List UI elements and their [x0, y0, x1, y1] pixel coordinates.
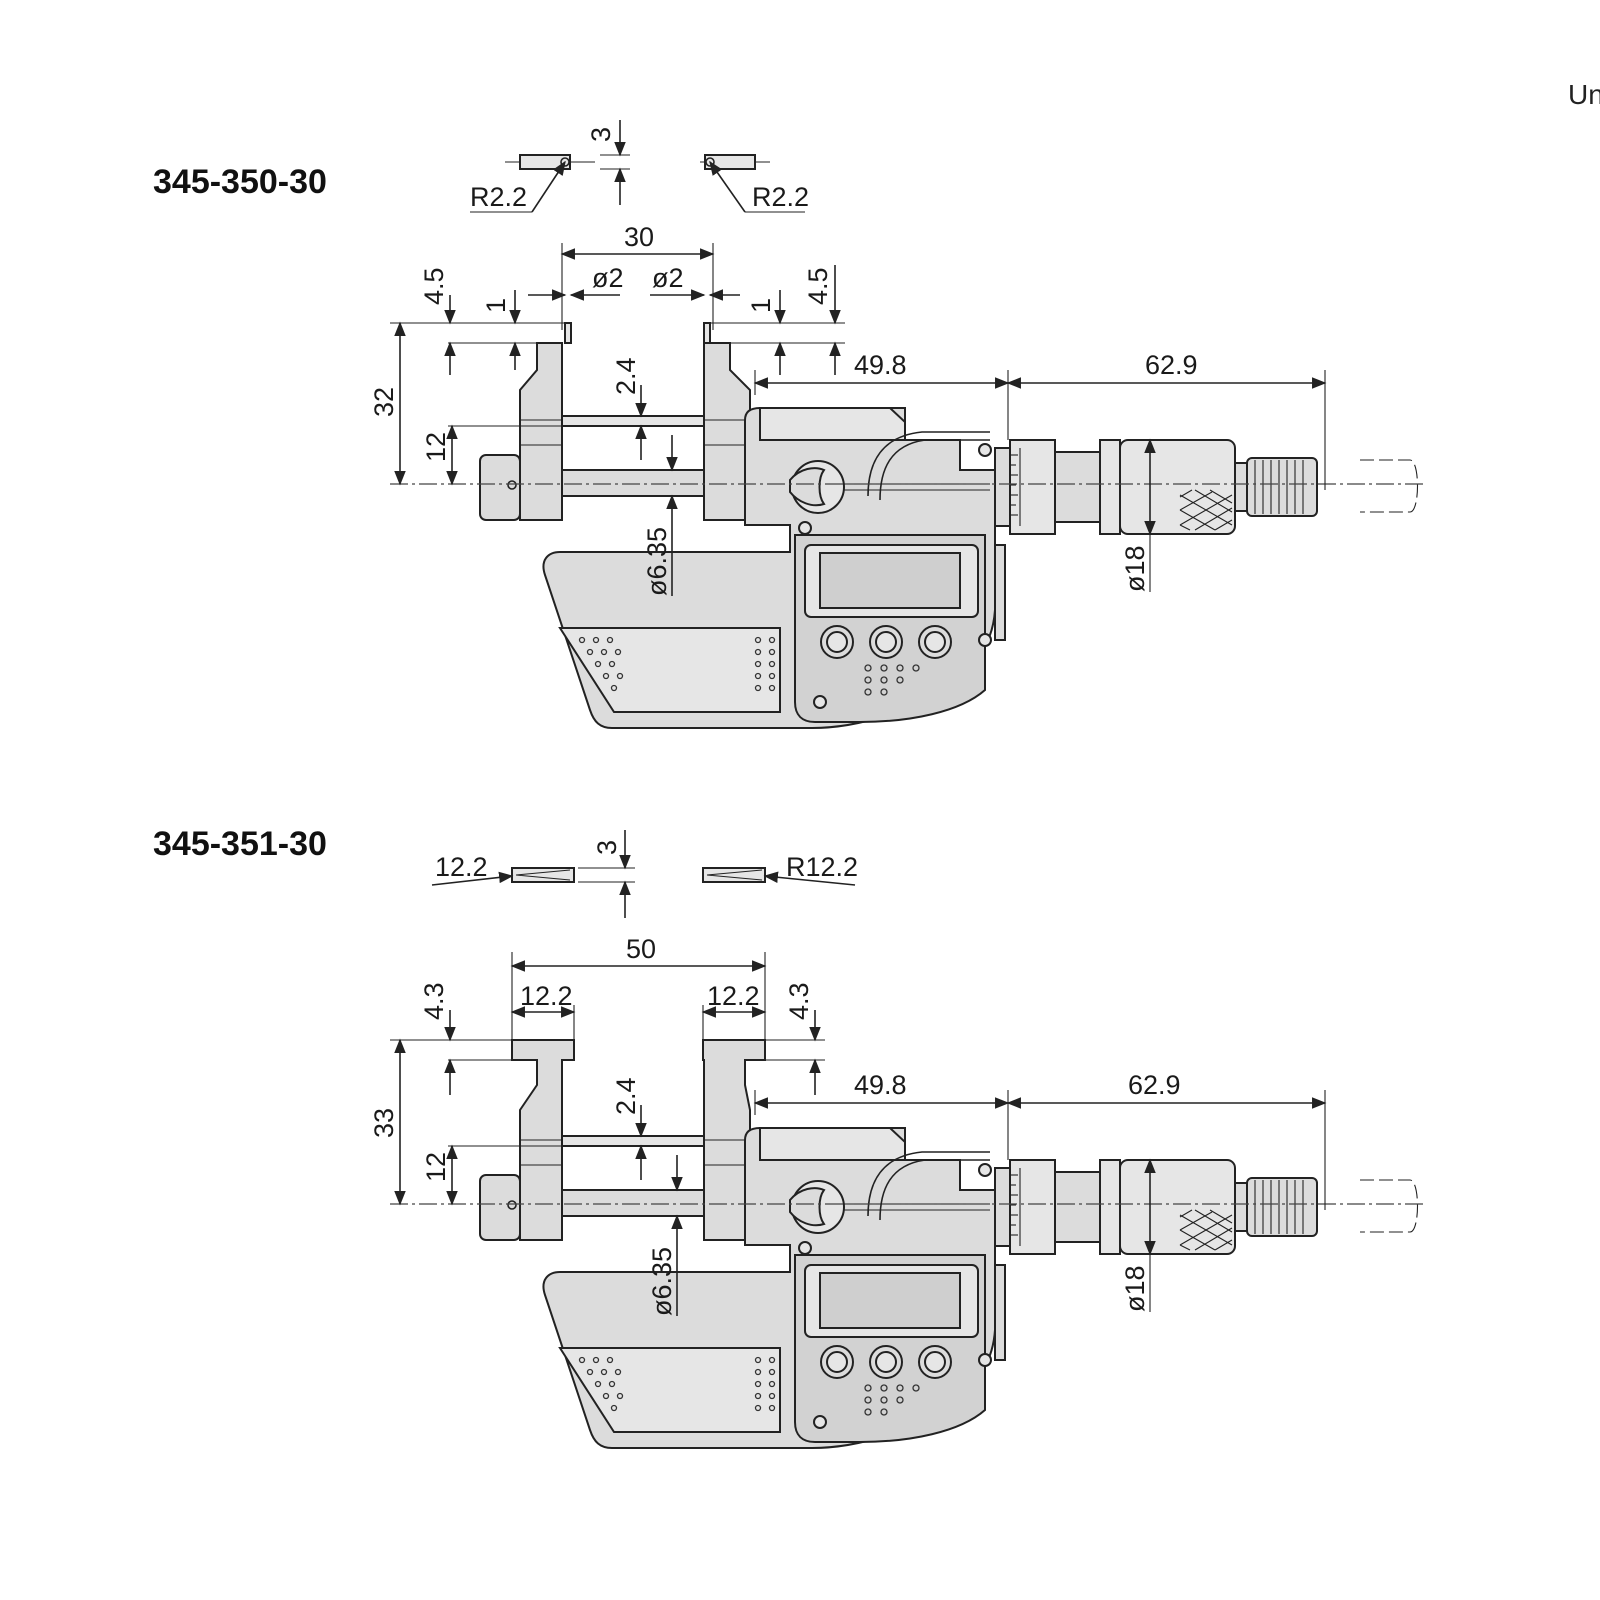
dim-spindle-gap: 2.4 — [611, 357, 641, 395]
detail-left-radius: R2.2 — [470, 182, 527, 212]
dim-thimble-dia: ø18 — [1120, 545, 1150, 592]
jaws — [479, 322, 751, 521]
dim-thimble-dia: ø18 — [1120, 1265, 1150, 1312]
detail-thickness: 3 — [592, 840, 622, 855]
dim-tip-height-left: 4.5 — [419, 267, 449, 305]
detail-left-radius: 12.2 — [435, 852, 488, 882]
dim-total-height: 32 — [369, 387, 399, 417]
dim-tip-height-right: 4.3 — [784, 982, 814, 1020]
dim-spindle-dia: ø6.35 — [647, 1247, 677, 1316]
dim-jaw-width-right: 12.2 — [707, 981, 760, 1011]
jaws — [479, 1039, 766, 1241]
dim-frame-length: 49.8 — [854, 1070, 907, 1100]
dim-tip-offset-left: 1 — [481, 298, 511, 313]
detail-right-radius: R12.2 — [786, 852, 858, 882]
view-345-350-30: 345-350-30 3 R2.2 R2.2 — [153, 120, 1425, 729]
view-345-351-30: 345-351-30 3 12.2 R12.2 — [153, 825, 1425, 1449]
dim-sleeve-length: 62.9 — [1145, 350, 1198, 380]
model-label: 345-351-30 — [153, 825, 327, 863]
tip-detail: 3 12.2 R12.2 — [431, 830, 858, 918]
dim-center-height: 12 — [421, 432, 451, 462]
dim-tip-offset-right: 1 — [746, 298, 776, 313]
dimensions: 50 12.2 12.2 4.3 4.3 — [369, 934, 1327, 1316]
dim-jaw-width-left: 12.2 — [520, 981, 573, 1011]
tip-detail: 3 R2.2 R2.2 — [470, 120, 809, 213]
dim-tip-dia-left: ø2 — [592, 263, 624, 293]
dim-span: 30 — [624, 222, 654, 252]
model-label: 345-350-30 — [153, 163, 327, 201]
dim-tip-height-left: 4.3 — [419, 982, 449, 1020]
dim-frame-length: 49.8 — [854, 350, 907, 380]
dim-span: 50 — [626, 934, 656, 964]
detail-thickness: 3 — [586, 127, 616, 142]
dim-total-height: 33 — [369, 1108, 399, 1138]
dim-center-height: 12 — [421, 1152, 451, 1182]
dim-spindle-dia: ø6.35 — [642, 527, 672, 596]
detail-right-radius: R2.2 — [752, 182, 809, 212]
dimensions: 30 ø2 ø2 4.5 1 1 4.5 — [369, 222, 1327, 596]
dim-tip-height-right: 4.5 — [803, 267, 833, 305]
dim-sleeve-length: 62.9 — [1128, 1070, 1181, 1100]
dim-spindle-gap: 2.4 — [611, 1077, 641, 1115]
unit-label: Un — [1568, 79, 1600, 110]
dim-tip-dia-right: ø2 — [652, 263, 684, 293]
